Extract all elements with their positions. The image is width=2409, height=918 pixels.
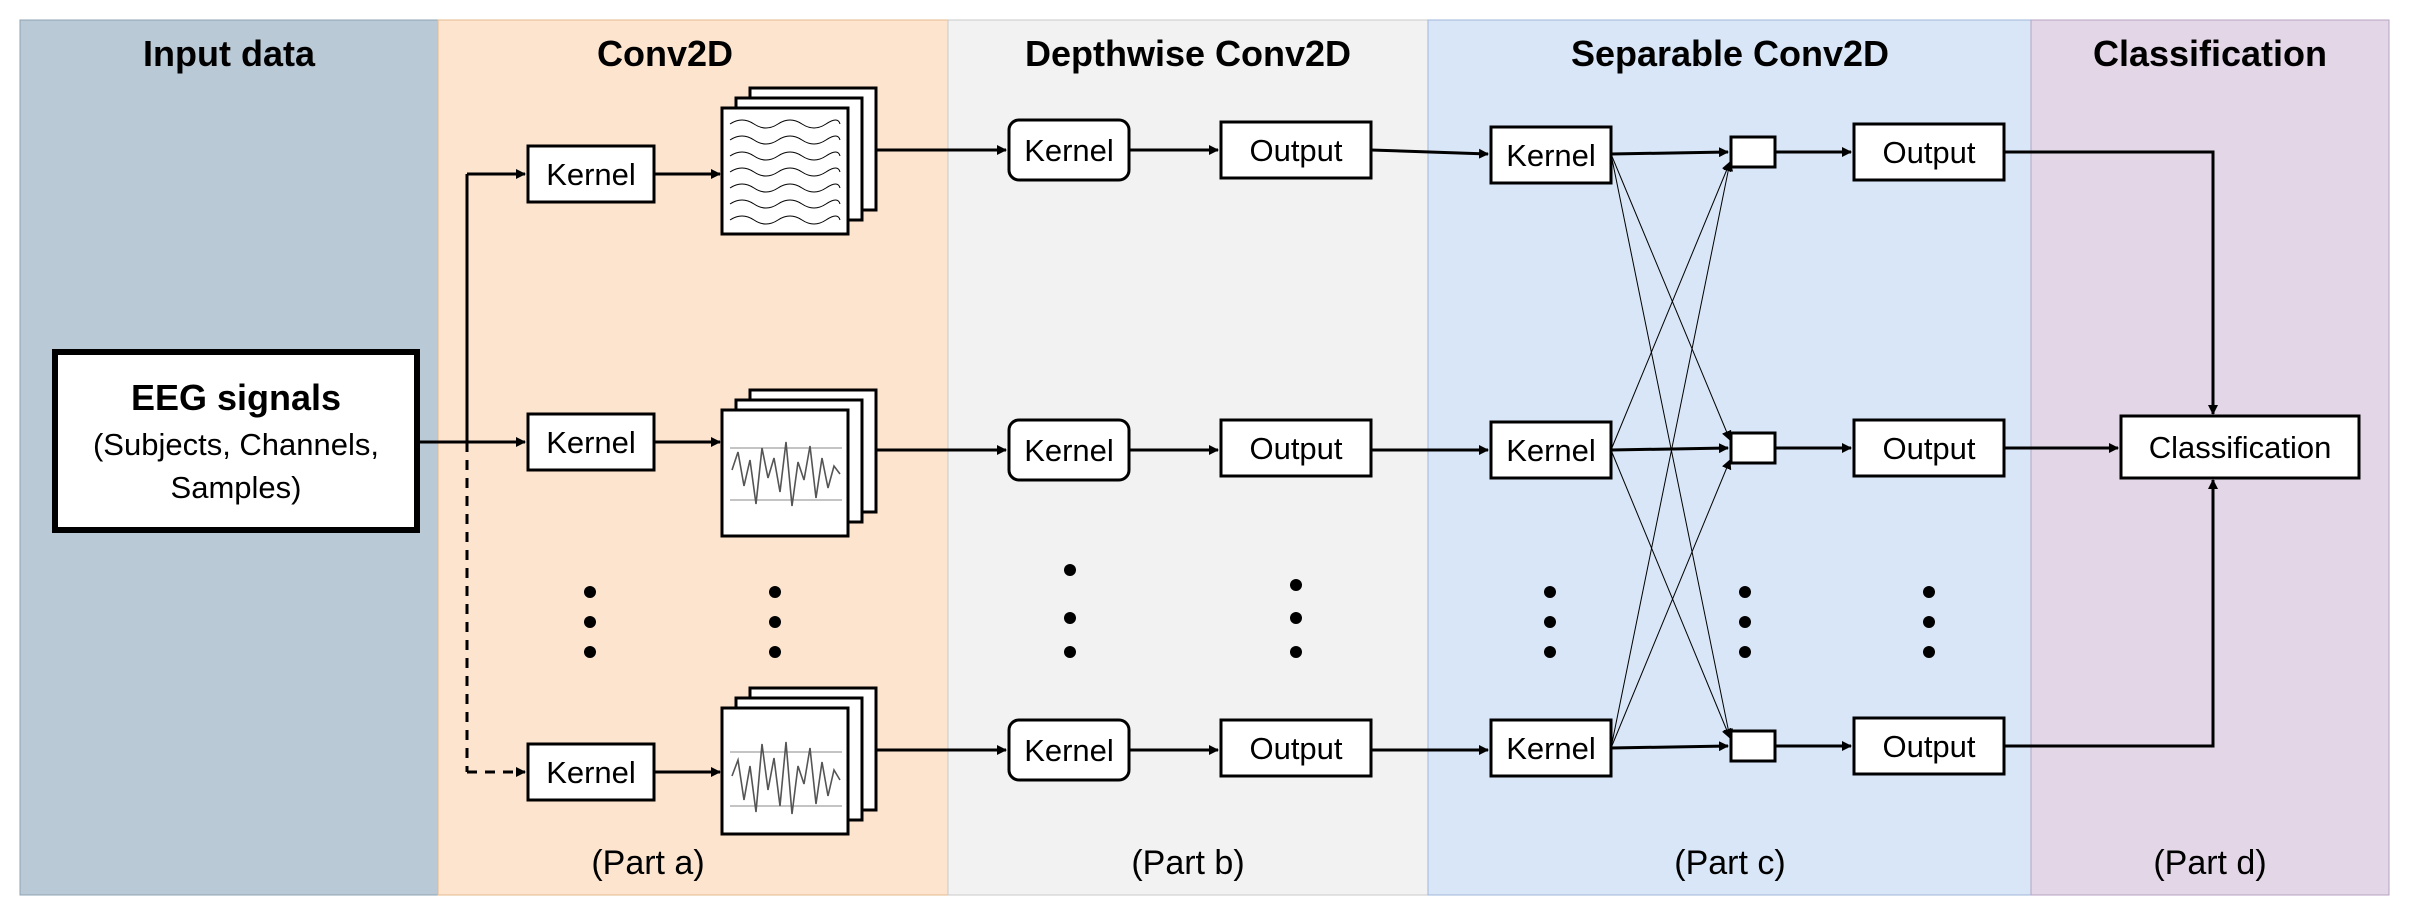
part-label-c: (Part c) (1674, 844, 1785, 882)
arrow-sep-straight-3 (1610, 741, 1729, 752)
feature-map-stack-1 (720, 86, 878, 236)
sep-output-2 (1852, 418, 2006, 478)
arrow-sep-straight-1 (1610, 147, 1729, 158)
section-title-separable: Separable Conv2D (1571, 33, 1889, 74)
dw-output-2 (1219, 418, 1373, 478)
sep-kernel-2-label: Kernel (1506, 433, 1596, 468)
section-title-classification: Classification (2093, 33, 2327, 74)
section-title-conv2d: Conv2D (597, 33, 733, 74)
pointwise-node-2 (1729, 431, 1777, 465)
section-title-input: Input data (143, 33, 316, 74)
dw-output-1 (1219, 120, 1373, 180)
eeg-input-box (52, 349, 420, 533)
sep-kernel-3-label: Kernel (1506, 731, 1596, 766)
ellipsis-nodes-c (1739, 586, 1751, 658)
eeg-input-title: EEG signals (131, 377, 341, 418)
dw-kernel-1-label: Kernel (1024, 133, 1114, 168)
conv2d-kernel-3-label: Kernel (546, 755, 636, 790)
arrow-dw-to-sep-1 (1370, 148, 1489, 159)
ellipsis-fmaps-a (769, 586, 781, 658)
classification-box (2119, 414, 2361, 480)
part-label-a: (Part a) (591, 844, 704, 882)
pointwise-cross-connections (1610, 153, 1734, 749)
sep-output-2-label: Output (1882, 431, 1975, 466)
eeg-input-line2: Samples) (171, 470, 302, 505)
section-title-depthwise: Depthwise Conv2D (1025, 33, 1351, 74)
conv2d-kernel-1-label: Kernel (546, 157, 636, 192)
pointwise-node-3 (1729, 729, 1777, 763)
arrow-sep-straight-2 (1610, 443, 1729, 454)
part-label-d: (Part d) (2153, 844, 2266, 882)
conv2d-kernel-3 (526, 742, 656, 802)
dw-output-3 (1219, 718, 1373, 778)
part-label-b: (Part b) (1131, 844, 1244, 882)
conv2d-kernel-2 (526, 412, 656, 472)
ellipsis-kernels-c (1544, 586, 1556, 658)
ellipsis-outputs-b (1290, 579, 1302, 658)
dw-output-1-label: Output (1249, 133, 1342, 168)
arrow-out1-to-class (2004, 150, 2218, 415)
pointwise-node-1 (1729, 135, 1777, 169)
sep-kernel-3 (1489, 718, 1613, 778)
classification-box-label: Classification (2149, 430, 2332, 465)
sep-output-3-label: Output (1882, 729, 1975, 764)
sep-kernel-1-label: Kernel (1506, 138, 1596, 173)
eeg-input-line1: (Subjects, Channels, (93, 427, 379, 462)
ellipsis-outputs-c (1923, 586, 1935, 658)
ellipsis-kernels-b (1064, 564, 1076, 658)
sep-output-1-label: Output (1882, 135, 1975, 170)
conv2d-kernel-2-label: Kernel (546, 425, 636, 460)
arrow-out3-to-class (2004, 479, 2218, 748)
ellipsis-kernels-a (584, 586, 596, 658)
dw-output-3-label: Output (1249, 731, 1342, 766)
sep-kernel-1 (1489, 125, 1613, 185)
feature-map-stack-3 (720, 686, 878, 836)
feature-map-stack-2 (720, 388, 878, 538)
dw-kernel-2-label: Kernel (1024, 433, 1114, 468)
dw-kernel-3-label: Kernel (1024, 733, 1114, 768)
dw-output-2-label: Output (1249, 431, 1342, 466)
